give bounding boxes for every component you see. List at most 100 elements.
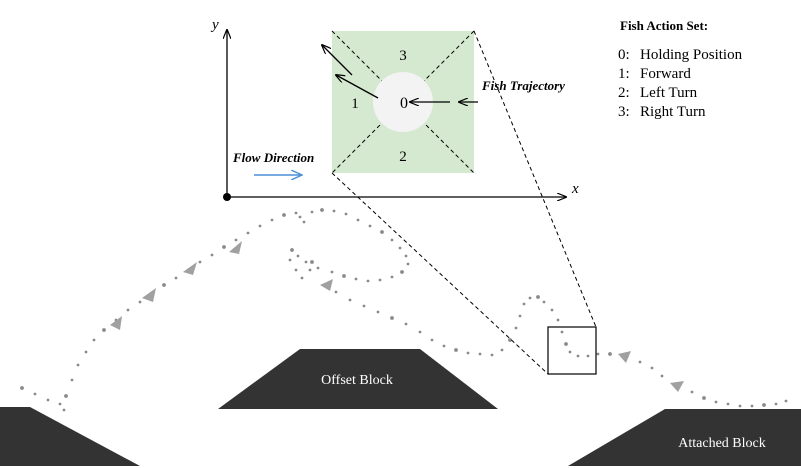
trajectory-dot [400, 270, 404, 274]
zone-label-left: 1 [351, 96, 359, 112]
trajectory-dot [330, 270, 334, 274]
trajectory-dot [702, 396, 706, 400]
trajectory-dot [64, 394, 68, 398]
holding-zone-circle [373, 72, 433, 132]
trajectory-dot [102, 328, 106, 332]
trajectory-dot [690, 390, 694, 394]
trajectory-dot [638, 360, 642, 364]
trajectory-dot [234, 238, 238, 242]
trajectory-dot [316, 266, 320, 270]
offset-block-label: Offset Block [321, 373, 393, 388]
trajectory-dot [762, 403, 766, 407]
zoom-connector-bottom [331, 172, 549, 375]
trajectory-dot [162, 283, 166, 287]
trajectory-dot [560, 330, 564, 334]
trajectory-dot [528, 296, 532, 300]
fish-arrow-turn [336, 75, 379, 99]
trajectory-dot [536, 295, 540, 299]
trajectory-dot [390, 316, 394, 320]
legend-code-3: 3: [618, 104, 630, 120]
trajectory-dot [398, 246, 402, 250]
trajectory-dot [738, 404, 742, 408]
trajectory-dot [490, 353, 494, 357]
trajectory-dot [344, 212, 348, 216]
trajectory-dot [650, 366, 654, 370]
trajectory-dot [418, 330, 422, 334]
offset-block [218, 349, 498, 409]
trajectory-dot [514, 326, 518, 330]
trajectory-dot [390, 238, 394, 242]
trajectory-dot [522, 302, 526, 306]
trajectory-dot [270, 218, 274, 222]
x-axis-label: x [571, 181, 579, 197]
trajectory-dot [362, 304, 366, 308]
trajectory-dot [774, 402, 778, 406]
trajectory-dot [76, 363, 80, 367]
zone-label-top: 3 [399, 48, 407, 64]
zone-label-center: 0 [400, 95, 408, 112]
trajectory-dot [258, 224, 262, 228]
trajectory-dot [302, 220, 306, 224]
trajectory-dot [308, 268, 312, 272]
trajectory-dot [310, 260, 314, 264]
trajectory-dot [332, 209, 336, 213]
trajectory-dot [454, 348, 458, 352]
trajectory-dot [304, 260, 308, 264]
legend-code-1: 1: [618, 66, 630, 82]
trajectory-dot [294, 268, 298, 272]
trajectory-dot [46, 398, 50, 402]
trajectory-dot [556, 318, 560, 322]
trajectory-dot [466, 351, 470, 355]
trajectory-dot [33, 392, 37, 396]
trajectory-dot [138, 300, 142, 304]
trajectory-dot [334, 290, 338, 294]
trajectory-dot [198, 260, 202, 264]
trajectory-dot [348, 298, 352, 302]
legend-code-2: 2: [618, 85, 630, 101]
trajectory-dot [586, 354, 590, 358]
traj-arrowhead-1 [183, 262, 197, 275]
trajectory-dot [390, 275, 394, 279]
trajectory-dot [298, 215, 302, 219]
trajectory-dot [376, 310, 380, 314]
trajectory-dot [750, 404, 754, 408]
trajectory-dot [210, 253, 214, 257]
attached-block-left [0, 407, 140, 466]
trajectory-dot [564, 342, 568, 346]
axis-origin [223, 193, 231, 201]
trajectory-dot [300, 276, 304, 280]
trajectory-dot [500, 348, 504, 352]
trajectory-dot [378, 278, 382, 282]
trajectory-dot [296, 254, 300, 258]
trajectory-dot [342, 274, 346, 278]
trajectory-dot [404, 322, 408, 326]
zone-label-bottom: 2 [399, 149, 407, 165]
trajectory-dot [310, 210, 314, 214]
trajectory-dot [20, 386, 24, 390]
trajectory-dot [380, 230, 384, 234]
traj-arrowhead-5 [320, 279, 333, 291]
trajectory-dot [222, 245, 226, 249]
trajectory-dot [290, 248, 294, 252]
fish-arrow-exit [322, 45, 353, 76]
action-set-legend: Fish Action Set: 0: Holding Position 1: … [618, 18, 743, 120]
trajectory-dot [366, 279, 370, 283]
trajectory-arrowheads [110, 241, 684, 392]
legend-title: Fish Action Set: [620, 18, 708, 33]
y-axis-label: y [210, 17, 219, 33]
trajectory-dot [568, 350, 572, 354]
trajectory-dot [62, 408, 66, 412]
trajectory-dot [430, 338, 434, 342]
trajectory-dot [518, 314, 522, 318]
trajectory-dot [356, 218, 360, 222]
trajectory-dot [368, 224, 372, 228]
trajectory-dot [126, 308, 130, 312]
trajectory-dot [246, 231, 250, 235]
traj-arrowhead-7 [618, 351, 631, 363]
trajectory-dot [92, 338, 96, 342]
traj-arrowhead-4 [110, 316, 122, 330]
attached-block-right [568, 409, 801, 466]
trajectory-dot [542, 300, 546, 304]
trajectory-dot [608, 352, 612, 356]
